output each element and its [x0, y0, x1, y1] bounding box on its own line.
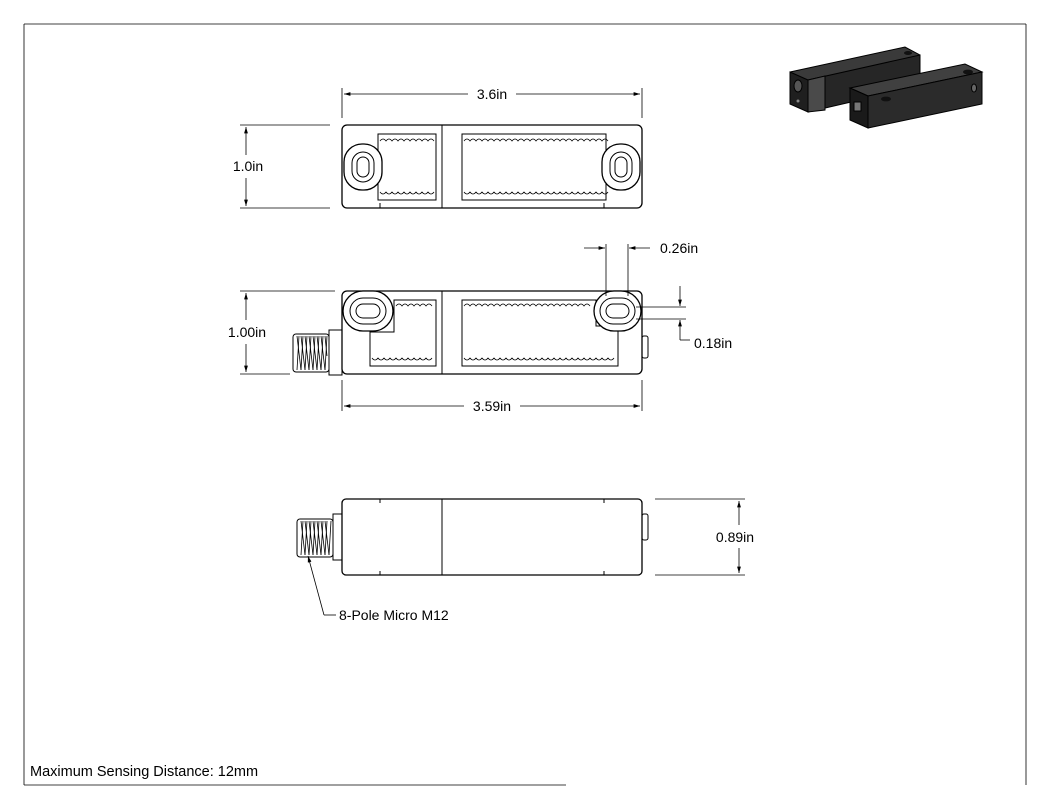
front-view-height-label: 1.00in	[228, 324, 266, 340]
side-view	[296, 498, 745, 616]
sensing-distance-note: Maximum Sensing Distance: 12mm	[30, 764, 258, 780]
hole-width-label: 0.26in	[660, 240, 698, 256]
top-view	[240, 88, 643, 209]
side-view-height-label: 0.89in	[716, 529, 754, 545]
product-isometric-image	[789, 46, 984, 129]
connector-thread	[300, 520, 332, 556]
top-view-height-label: 1.0in	[233, 158, 263, 174]
connector-callout: 8-Pole Micro M12	[339, 607, 449, 623]
front-view	[240, 244, 690, 411]
front-view-width-label: 3.59in	[473, 398, 511, 414]
drawing-frame	[23, 23, 1027, 786]
top-view-width-label: 3.6in	[477, 86, 507, 102]
connector-thread	[296, 335, 328, 371]
hole-offset-label: 0.18in	[694, 335, 732, 351]
